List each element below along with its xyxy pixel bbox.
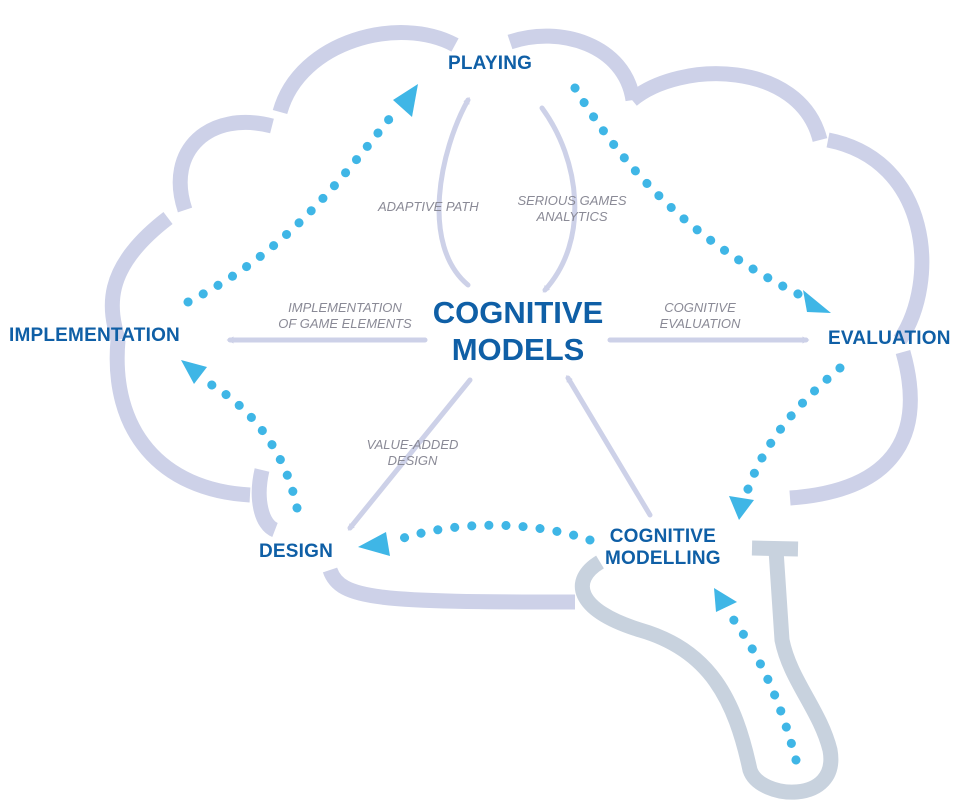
arrowhead-to-modelling [729, 496, 754, 520]
arrow-center-to-design [347, 377, 473, 531]
arrowhead-to-implementation [181, 360, 207, 384]
arrow-playing-to-center [539, 105, 578, 293]
node-cognitive-modelling-line1: COGNITIVE [609, 526, 717, 547]
arrowhead-stem-to-modelling [714, 588, 737, 612]
label-cognitive-evaluation: COGNITIVE EVALUATION [645, 300, 755, 333]
node-cognitive-modelling-line2: MODELLING [605, 548, 721, 570]
arrowhead-to-design [358, 532, 390, 556]
label-implementation-of-game-elements-line1: IMPLEMENTATION [288, 300, 402, 315]
label-serious-games-analytics-line1: SERIOUS GAMES [517, 193, 627, 208]
arrowhead-to-evaluation [803, 290, 831, 313]
dotted-arrow-evaluation-to-modelling [740, 363, 845, 503]
node-evaluation: EVALUATION [828, 328, 951, 349]
dotted-arrowheads [181, 84, 831, 612]
dotted-arrow-implementation-to-playing [183, 103, 403, 307]
brain-stem [575, 540, 839, 800]
label-value-added-design: VALUE-ADDED DESIGN [355, 437, 470, 470]
label-value-added-design-line1: VALUE-ADDED [366, 437, 459, 452]
arrow-modelling-to-center [565, 374, 653, 518]
brain-lobe-right-upper [826, 132, 930, 345]
center-title-line2: MODELS [451, 332, 585, 368]
brain-lobe-left-lower [109, 339, 251, 503]
brain-lobe-top-right [627, 66, 828, 143]
dotted-arrows [183, 83, 845, 765]
center-title-line1: COGNITIVE [432, 295, 604, 330]
brain-lobe-left-upper [172, 114, 274, 213]
label-implementation-of-game-elements-line2: OF GAME ELEMENTS [278, 316, 412, 332]
arrow-center-to-playing [436, 96, 471, 288]
brain-lobe-right-lower [789, 349, 918, 506]
node-playing: PLAYING [448, 53, 533, 74]
center-title: COGNITIVE MODELS [423, 294, 613, 368]
dotted-arrow-modelling-to-design [387, 520, 595, 547]
label-adaptive-path: ADAPTIVE PATH [378, 199, 479, 214]
label-implementation-of-game-elements: IMPLEMENTATION OF GAME ELEMENTS [270, 300, 420, 333]
dotted-arrow-stem-to-modelling [723, 607, 801, 765]
brain-lobe-bottom-left [251, 468, 279, 537]
solid-arrows [226, 96, 810, 531]
node-implementation: IMPLEMENTATION [9, 325, 180, 346]
brain-lobe-top-center [507, 28, 641, 102]
brain-lobe-bottom [322, 567, 576, 610]
arrowhead-to-playing [393, 84, 418, 117]
label-serious-games-analytics: SERIOUS GAMES ANALYTICS [507, 193, 637, 226]
label-serious-games-analytics-line2: ANALYTICS [536, 209, 608, 225]
brain-stem-cap [751, 540, 799, 557]
brain-lobe-top-left [272, 25, 459, 115]
brain-outline [104, 25, 930, 610]
brain-stem-outline [575, 549, 839, 800]
brain-lobe-left-middle [104, 212, 173, 342]
node-design: DESIGN [259, 541, 334, 562]
dotted-arrow-playing-to-evaluation [570, 83, 805, 300]
label-cognitive-evaluation-line2: EVALUATION [659, 316, 741, 332]
label-value-added-design-line2: DESIGN [387, 453, 438, 469]
label-cognitive-evaluation-line1: COGNITIVE [664, 300, 736, 315]
dotted-arrow-design-to-implementation [198, 375, 302, 513]
node-cognitive-modelling: COGNITIVE MODELLING [605, 526, 721, 571]
